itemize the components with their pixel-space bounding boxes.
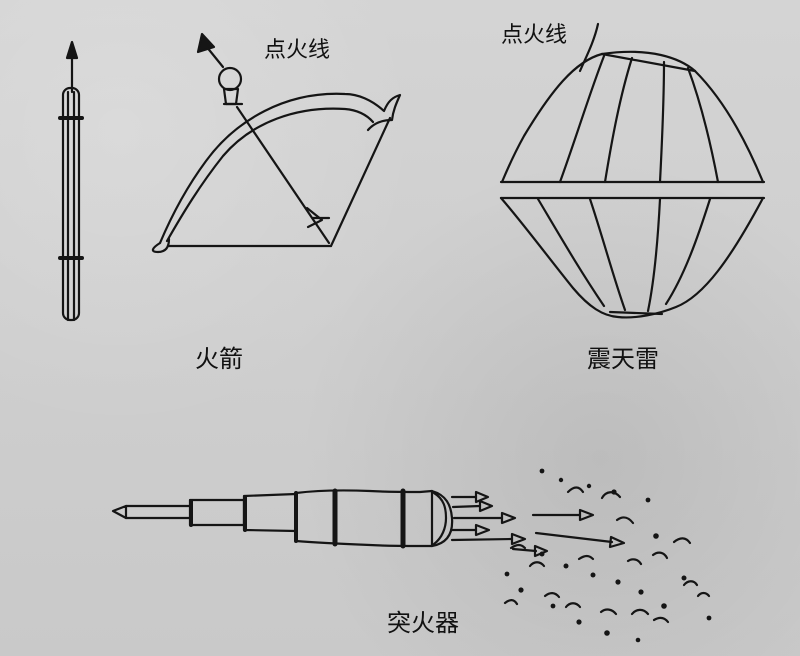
fire-lance — [111, 488, 454, 549]
fire-lance-label: 突火器 — [387, 609, 459, 637]
rocket-arrow — [58, 40, 84, 322]
thunder-bomb — [499, 50, 766, 319]
fuse-label-right: 点火线 — [501, 23, 568, 48]
sparks — [504, 468, 712, 643]
spark-marks — [503, 486, 711, 624]
thunder-bomb-label: 震天雷 — [587, 345, 659, 373]
thunder-bomb-fuse — [578, 22, 600, 73]
fire-lance-arrows — [449, 490, 626, 558]
fuse-label-left: 点火线 — [264, 38, 331, 63]
fire-arrow-label: 火箭 — [195, 345, 243, 373]
bow-with-fire-arrow — [151, 32, 402, 254]
